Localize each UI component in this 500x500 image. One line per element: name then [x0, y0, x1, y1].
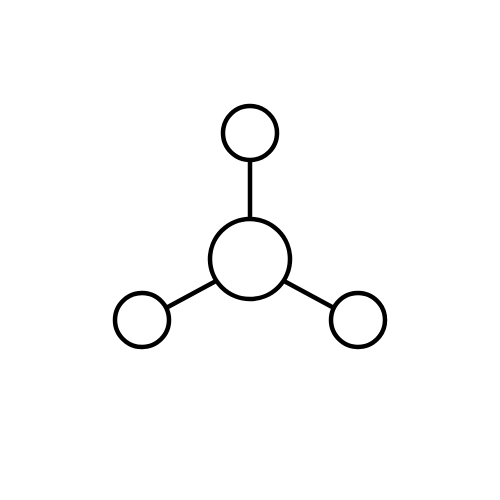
left-node-circle — [112, 290, 172, 350]
connector-line-left — [163, 278, 219, 311]
center-node-circle — [207, 216, 293, 302]
connector-line-right — [281, 278, 337, 311]
top-node-circle — [220, 103, 280, 163]
right-node-circle — [328, 290, 388, 350]
